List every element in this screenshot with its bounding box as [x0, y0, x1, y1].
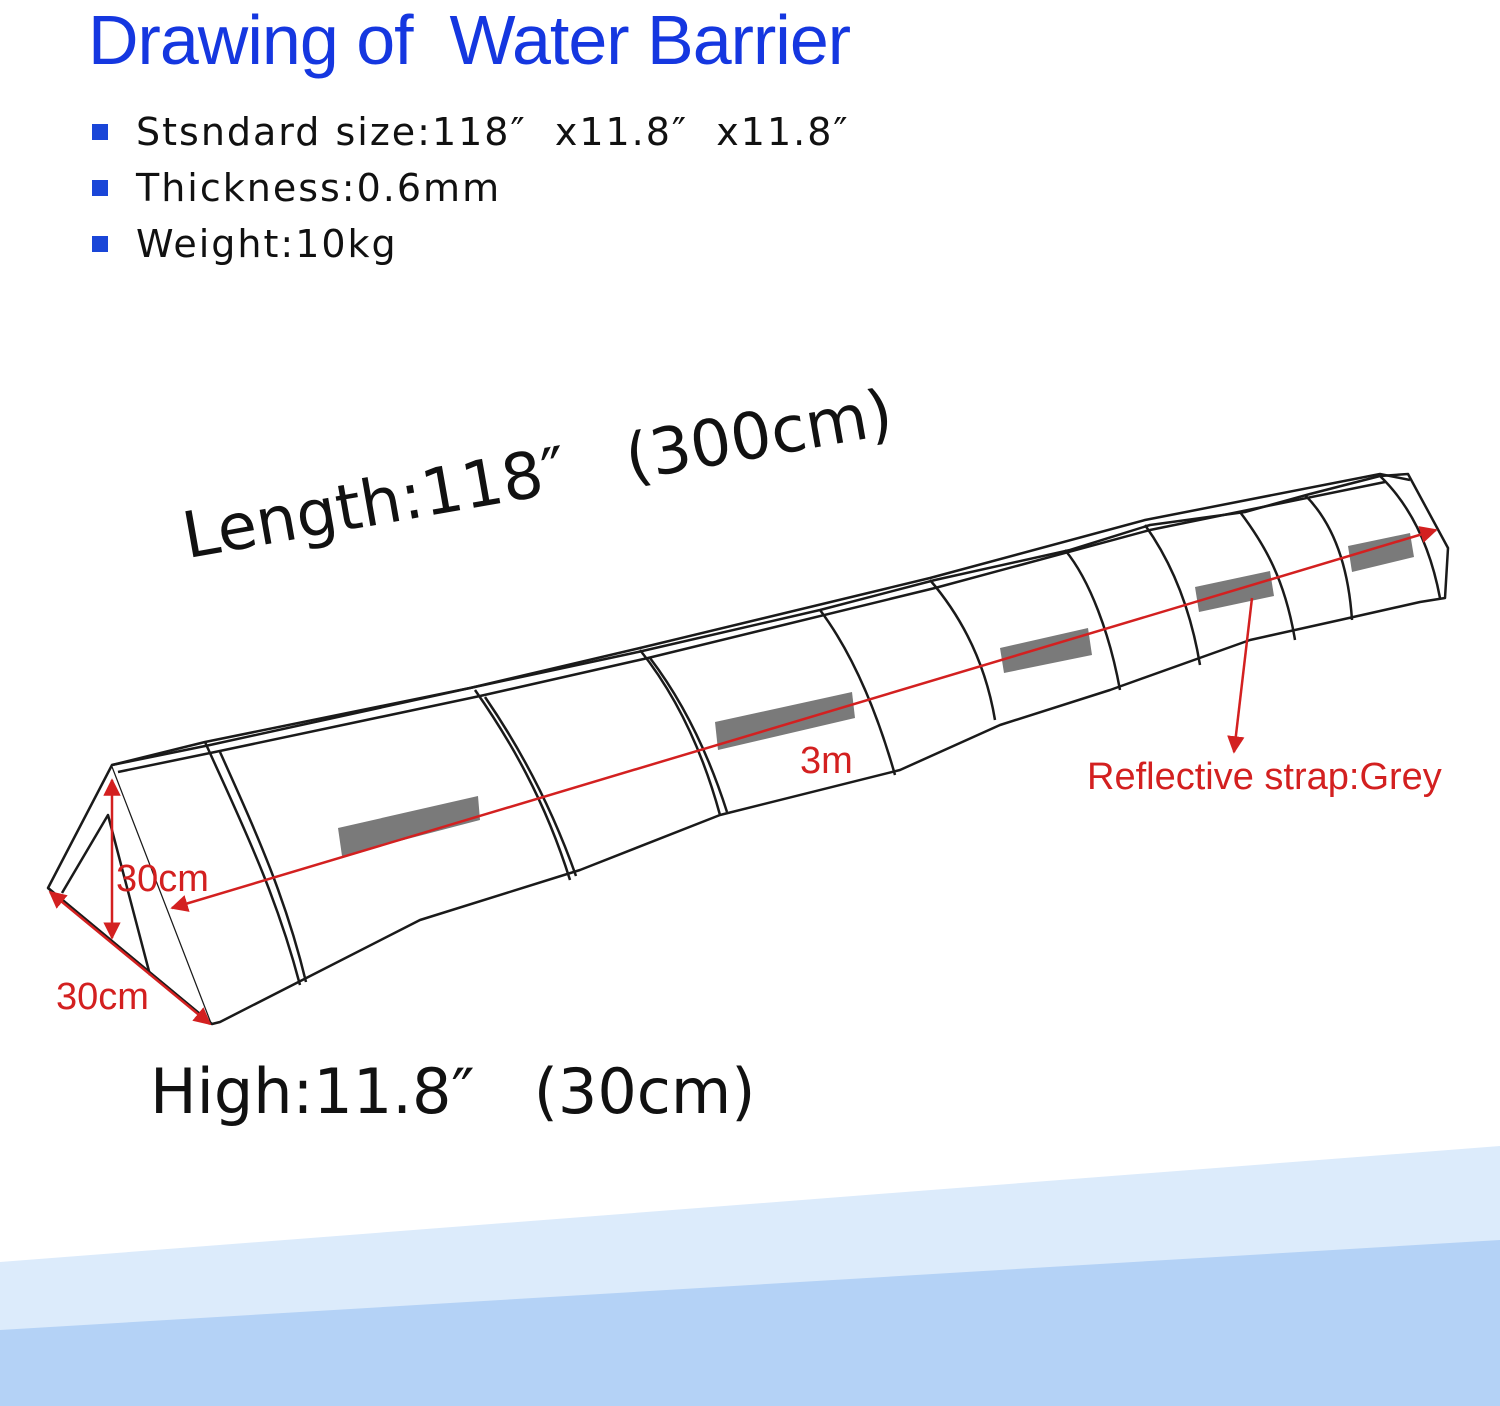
spec-item: Stsndard size:118″ x11.8″ x11.8″	[92, 104, 850, 160]
square-bullet-icon	[92, 236, 108, 252]
square-bullet-icon	[92, 124, 108, 140]
reflective-strap-label: Reflective strap:Grey	[1087, 756, 1442, 798]
spec-size: Stsndard size:118″ x11.8″ x11.8″	[136, 110, 850, 154]
square-bullet-icon	[92, 180, 108, 196]
spec-item: Thickness:0.6mm	[92, 160, 850, 216]
width-dimension-arrow	[48, 890, 212, 1026]
water-dark-band	[0, 1240, 1500, 1406]
height-dimension-label: 30cm	[116, 858, 209, 900]
spec-list: Stsndard size:118″ x11.8″ x11.8″ Thickne…	[92, 104, 850, 272]
width-dimension-label: 30cm	[56, 976, 149, 1018]
dimension-lines	[48, 526, 1438, 1026]
strap-pointer-arrow	[1227, 597, 1254, 754]
page-title: Drawing of Water Barrier	[88, 1, 851, 79]
height-label: High:11.8″ (30cm)	[150, 1055, 756, 1128]
center-length-label: 3m	[800, 740, 853, 782]
spec-weight: Weight:10kg	[136, 222, 398, 266]
length-dimension-arrow	[170, 526, 1438, 912]
barrier-side-face	[111, 472, 1450, 1026]
spec-item: Weight:10kg	[92, 216, 850, 272]
spec-thickness: Thickness:0.6mm	[136, 166, 502, 210]
